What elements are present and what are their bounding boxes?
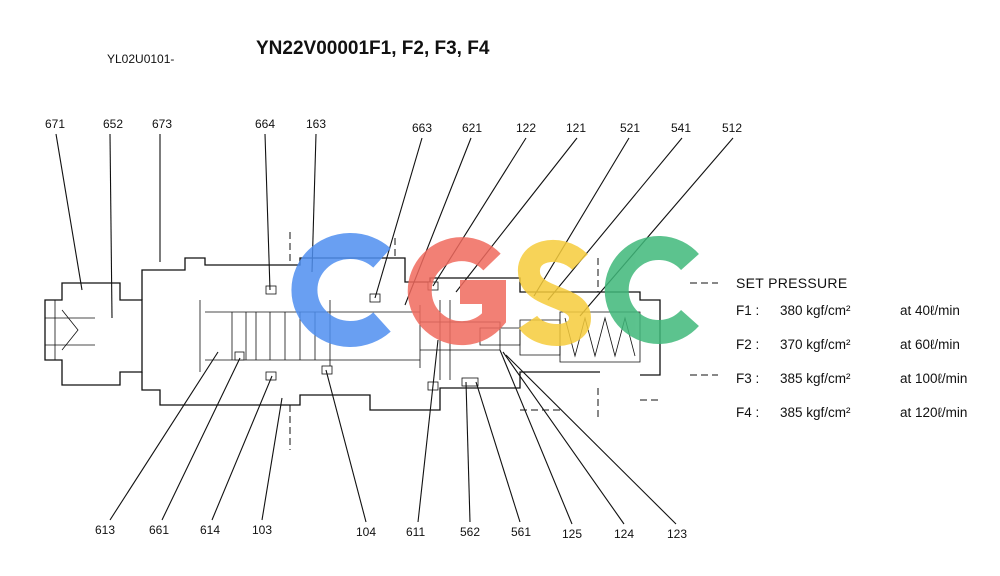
part-number-label: 562 [460,525,480,539]
top-part-labels: 671 652 673 664 163 663 621 122 121 521 … [45,117,742,135]
part-number-label: 512 [722,121,742,135]
part-number-label: 661 [149,523,169,537]
part-number-label: 561 [511,525,531,539]
flow-value: at 60ℓ/min [900,337,960,352]
part-number-label: 104 [356,525,376,539]
part-number-label: 121 [566,121,586,135]
bottom-leader-lines [109,339,677,525]
pressure-row: F4 : 385 kgf/cm² at 120ℓ/min [736,406,967,422]
bottom-part-labels: 613 661 614 103 104 611 562 561 125 124 … [95,523,687,541]
part-number-label: 611 [406,525,425,539]
part-number-label: 124 [614,527,634,541]
watermark-letter-s-yellow [518,239,592,346]
set-pressure-title: SET PRESSURE [736,275,848,291]
top-leader-lines [55,133,734,319]
pressure-label: F3 : [736,371,760,386]
pressure-label: F4 : [736,405,760,420]
part-number-label: 541 [671,121,691,135]
pressure-row: F2 : 370 kgf/cm² at 60ℓ/min [736,338,967,354]
flow-value: at 120ℓ/min [900,405,968,420]
part-number-label: 671 [45,117,65,131]
watermark-letter-c-green [604,236,699,344]
pressure-label: F2 : [736,337,760,352]
set-pressure-panel: SET PRESSURE F1 : 380 kgf/cm² at 40ℓ/min F… [736,276,967,440]
part-number-label: 521 [620,121,640,135]
part-number-label: 125 [562,527,582,541]
part-number-label: 123 [667,527,687,541]
cgsc-watermark [291,233,699,347]
pressure-value: 380 kgf/cm² [780,303,851,318]
pressure-row: F1 : 380 kgf/cm² at 40ℓ/min [736,304,967,320]
drawing-code: YL02U0101- [107,52,175,66]
pressure-value: 385 kgf/cm² [780,405,851,420]
part-number-label: 664 [255,117,275,131]
valve-body [44,200,718,450]
part-number-label: 163 [306,117,326,131]
flow-value: at 40ℓ/min [900,303,960,318]
part-number-label: 614 [200,523,220,537]
pressure-label: F1 : [736,303,760,318]
part-number-label: 613 [95,523,115,537]
diagram-title: YN22V00001F1, F2, F3, F4 [256,38,490,59]
part-number-label: 673 [152,117,172,131]
part-number-label: 122 [516,121,536,135]
part-number-label: 103 [252,523,272,537]
pressure-value: 370 kgf/cm² [780,337,851,352]
watermark-letter-c-blue [291,233,391,347]
part-number-label: 621 [462,121,482,135]
part-number-label: 652 [103,117,123,131]
flow-value: at 100ℓ/min [900,371,968,386]
pressure-row: F3 : 385 kgf/cm² at 100ℓ/min [736,372,967,388]
pressure-value: 385 kgf/cm² [780,371,851,386]
part-number-label: 663 [412,121,432,135]
watermark-letter-g-red [407,237,506,346]
